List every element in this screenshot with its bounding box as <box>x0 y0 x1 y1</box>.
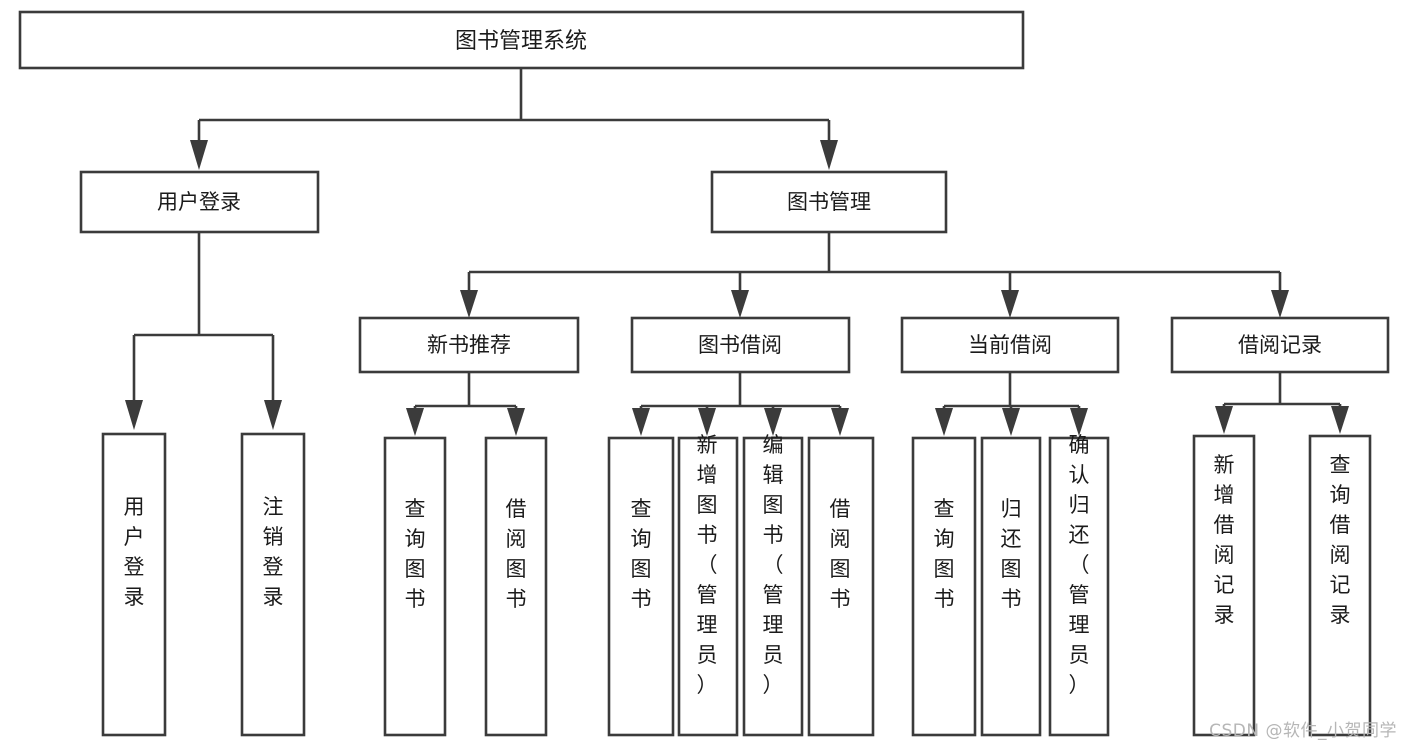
leaf-node-borrow-book-1[interactable]: 借阅图书 <box>484 436 548 737</box>
arrow-head-book-borrow <box>731 290 749 318</box>
leaf-node-add-record[interactable]: 新增借阅记录 <box>1192 434 1256 737</box>
leaf-borrow-book-2-box[interactable] <box>807 436 875 737</box>
node-book-borrow-label: 图书借阅 <box>698 333 782 357</box>
leaf-confirm-return-box[interactable] <box>1048 436 1110 737</box>
node-borrow-record-box[interactable] <box>1170 316 1390 374</box>
leaf-node-user-login[interactable]: 用户登录 <box>101 432 167 737</box>
leaf-query-record-label: 查询借阅记录 <box>1330 453 1351 627</box>
arrow-head-new-book-recommend <box>460 290 478 318</box>
leaf-node-edit-book[interactable]: 编辑图书（管理员） <box>742 433 804 737</box>
node-book-management-label: 图书管理 <box>787 190 871 214</box>
node-book-management[interactable]: 图书管理 <box>710 170 948 234</box>
leaf-add-record-box[interactable] <box>1192 434 1256 737</box>
leaf-node-query-book-3[interactable]: 查询图书 <box>911 436 977 737</box>
node-root[interactable]: 图书管理系统 <box>18 10 1025 70</box>
connector-layer <box>125 68 1349 436</box>
leaf-node-query-book-2[interactable]: 查询图书 <box>607 436 675 737</box>
node-root-label: 图书管理系统 <box>455 29 587 54</box>
arrow-head-leaf-edit-book <box>764 408 782 436</box>
arrow-head-leaf-query-record <box>1331 406 1349 434</box>
leaf-add-book-label: 新增图书（管理员） <box>697 433 718 697</box>
leaf-node-add-book[interactable]: 新增图书（管理员） <box>677 433 739 737</box>
node-new-book-recommend-box[interactable] <box>358 316 580 374</box>
leaf-node-confirm-return[interactable]: 确认归还（管理员） <box>1048 433 1110 737</box>
leaf-query-book-1-label: 查询图书 <box>405 497 426 611</box>
arrow-head-leaf-add-book <box>698 408 716 436</box>
leaf-query-record-box[interactable] <box>1308 434 1372 737</box>
arrow-head-leaf-borrow-book-1 <box>507 408 525 436</box>
arrow-head-leaf-user-login <box>125 400 143 430</box>
node-current-borrow-label: 当前借阅 <box>968 333 1052 357</box>
arrow-head-leaf-borrow-book-2 <box>831 408 849 436</box>
leaf-borrow-book-1-box[interactable] <box>484 436 548 737</box>
leaf-node-user-logout[interactable]: 注销登录 <box>240 432 306 737</box>
leaf-user-login-label: 用户登录 <box>124 495 145 609</box>
leaf-query-book-3-label: 查询图书 <box>934 497 955 611</box>
node-book-borrow-box[interactable] <box>630 316 851 374</box>
node-user-login-box[interactable] <box>79 170 320 234</box>
node-user-login[interactable]: 用户登录 <box>79 170 320 234</box>
arrow-head-leaf-query-book-1 <box>406 408 424 436</box>
arrow-head-leaf-return-book <box>1002 408 1020 436</box>
arrow-head-leaf-query-book-3 <box>935 408 953 436</box>
leaf-return-book-label: 归还图书 <box>1001 497 1022 611</box>
arrow-head-user-login <box>190 140 208 170</box>
node-new-book-recommend-label: 新书推荐 <box>427 333 511 357</box>
arrow-head-leaf-user-logout <box>264 400 282 430</box>
leaf-edit-book-label: 编辑图书（管理员） <box>763 433 784 697</box>
arrow-head-current-borrow <box>1001 290 1019 318</box>
node-current-borrow-box[interactable] <box>900 316 1120 374</box>
node-book-borrow[interactable]: 图书借阅 <box>630 316 851 374</box>
node-current-borrow[interactable]: 当前借阅 <box>900 316 1120 374</box>
leaf-node-query-record[interactable]: 查询借阅记录 <box>1308 434 1372 737</box>
leaf-user-logout-box[interactable] <box>240 432 306 737</box>
leaf-add-book-box[interactable] <box>677 436 739 737</box>
arrow-head-leaf-confirm-return <box>1070 408 1088 436</box>
leaf-borrow-book-2-label: 借阅图书 <box>830 497 851 611</box>
arrow-head-borrow-record <box>1271 290 1289 318</box>
leaf-add-record-label: 新增借阅记录 <box>1214 453 1235 627</box>
leaf-query-book-2-label: 查询图书 <box>631 497 652 611</box>
leaf-query-book-1-box[interactable] <box>383 436 447 737</box>
leaf-user-logout-label: 注销登录 <box>263 495 284 609</box>
leaf-node-borrow-book-2[interactable]: 借阅图书 <box>807 436 875 737</box>
leaf-return-book-box[interactable] <box>980 436 1042 737</box>
leaf-query-book-3-box[interactable] <box>911 436 977 737</box>
leaf-query-book-2-box[interactable] <box>607 436 675 737</box>
node-borrow-record[interactable]: 借阅记录 <box>1170 316 1390 374</box>
arrow-head-leaf-query-book-2 <box>632 408 650 436</box>
leaf-node-return-book[interactable]: 归还图书 <box>980 436 1042 737</box>
leaf-node-query-book-1[interactable]: 查询图书 <box>383 436 447 737</box>
node-book-management-box[interactable] <box>710 170 948 234</box>
arrow-head-book-management <box>820 140 838 170</box>
leaf-edit-book-box[interactable] <box>742 436 804 737</box>
node-root-box[interactable] <box>18 10 1025 70</box>
leaf-confirm-return-label: 确认归还（管理员） <box>1069 433 1090 697</box>
node-user-login-label: 用户登录 <box>157 190 241 214</box>
leaf-borrow-book-1-label: 借阅图书 <box>506 497 527 611</box>
leaf-user-login-box[interactable] <box>101 432 167 737</box>
node-borrow-record-label: 借阅记录 <box>1238 333 1322 357</box>
node-new-book-recommend[interactable]: 新书推荐 <box>358 316 580 374</box>
arrow-head-leaf-add-record <box>1215 406 1233 434</box>
